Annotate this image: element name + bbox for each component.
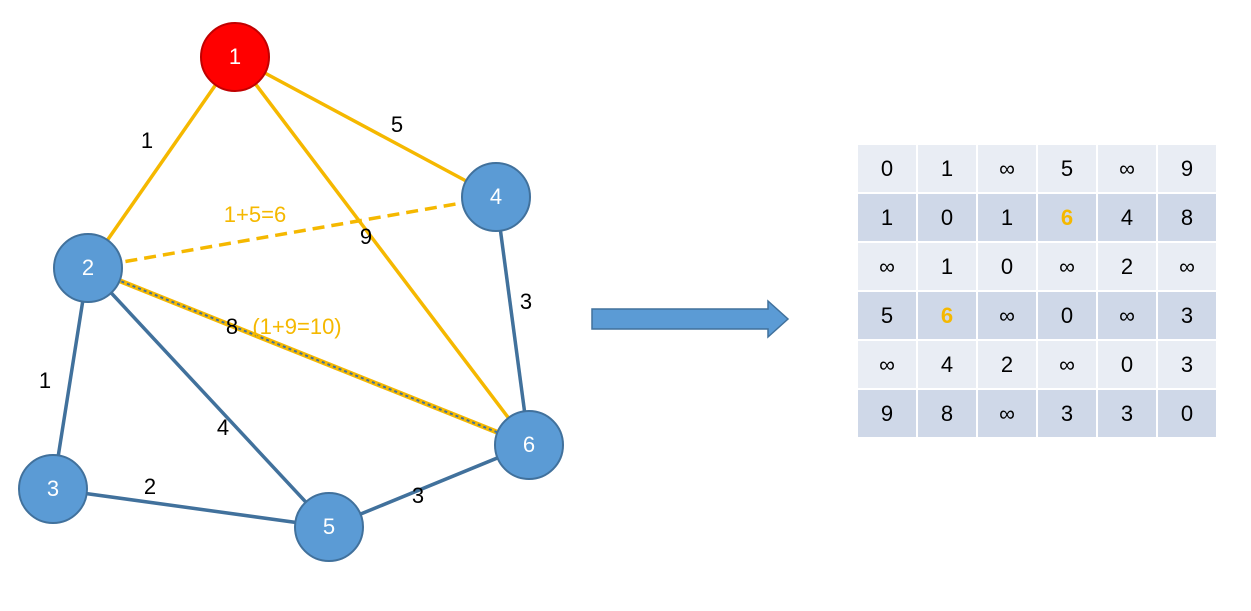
matrix-cell: 0 [916, 192, 978, 243]
matrix-cell: ∞ [856, 339, 918, 390]
matrix-cell: 3 [1156, 339, 1218, 390]
edge-5-6 [328, 443, 530, 529]
edge-2-5 [86, 266, 331, 529]
graph-nodes: 1 2 3 4 5 6 [18, 22, 564, 562]
right-arrow-icon [591, 299, 790, 339]
matrix-cell: 3 [1036, 388, 1098, 439]
node-3 [18, 454, 88, 524]
matrix-cell: 0 [1096, 339, 1158, 390]
edge-1-4 [234, 55, 497, 199]
edge-1-2 [86, 55, 237, 270]
matrix-cell: 3 [1096, 388, 1158, 439]
edge-3-5 [52, 487, 330, 529]
matrix-cell: ∞ [1036, 339, 1098, 390]
node-6 [494, 410, 564, 480]
matrix-cell: 2 [976, 339, 1038, 390]
matrix-cell: 1 [916, 241, 978, 292]
matrix-cell: 4 [1096, 192, 1158, 243]
edge-label-2-6: 8 [226, 314, 238, 339]
node-label-4: 4 [490, 184, 502, 209]
node-4 [461, 162, 531, 232]
matrix-cell: ∞ [1096, 290, 1158, 341]
node-2 [53, 233, 123, 303]
node-label-1: 1 [229, 44, 241, 69]
matrix-cell: 6 [916, 290, 978, 341]
edge-label-2-4: 1+5=6 [224, 202, 286, 227]
matrix-cell: 5 [1036, 143, 1098, 194]
edge-label-2-3: 1 [39, 368, 51, 393]
matrix-cell: ∞ [1036, 241, 1098, 292]
edge-label-4-6: 3 [520, 289, 532, 314]
node-label-3: 3 [47, 476, 59, 501]
matrix-cell: ∞ [1096, 143, 1158, 194]
edge-labels: 1 5 9 1+5=6 8 (1+9=10) 1 4 2 3 3 [39, 112, 532, 508]
edge-label-2-5: 4 [217, 415, 229, 440]
matrix-cell: 6 [1036, 192, 1098, 243]
matrix-cell: 9 [856, 388, 918, 439]
edge-1-6 [233, 55, 531, 447]
edge-label-5-6: 3 [412, 483, 424, 508]
node-5 [294, 492, 364, 562]
matrix-cell: ∞ [976, 143, 1038, 194]
matrix-cell: 2 [1096, 241, 1158, 292]
matrix-cell: 1 [916, 143, 978, 194]
matrix-cell: ∞ [1156, 241, 1218, 292]
graph-diagram: 1 2 3 4 5 6 1 5 9 1+5=6 8 (1+9=10) 1 4 2 3 3 [18, 22, 790, 562]
edge-label-1-4: 5 [391, 112, 403, 137]
matrix-cell: ∞ [976, 290, 1038, 341]
node-label-5: 5 [323, 514, 335, 539]
matrix-cell: 9 [1156, 143, 1218, 194]
matrix-cell: 3 [1156, 290, 1218, 341]
matrix-cell: 8 [1156, 192, 1218, 243]
matrix-cell: 4 [916, 339, 978, 390]
node-1 [200, 22, 270, 92]
edge-2-4 [87, 195, 497, 270]
node-label-2: 2 [82, 255, 94, 280]
matrix-cell: 0 [856, 143, 918, 194]
edge-label-1-2: 1 [141, 128, 153, 153]
node-label-6: 6 [523, 432, 535, 457]
matrix-cell: 0 [976, 241, 1038, 292]
matrix-cell: ∞ [856, 241, 918, 292]
edge-label-3-5: 2 [144, 474, 156, 499]
edge-extra-label-2-6: (1+9=10) [252, 314, 341, 339]
matrix-cell: ∞ [976, 388, 1038, 439]
edge-2-6-overlay [87, 267, 530, 446]
edge-4-6 [494, 196, 531, 446]
matrix-cell: 1 [976, 192, 1038, 243]
edge-2-3 [51, 267, 90, 490]
matrix-cell: 8 [916, 388, 978, 439]
graph-edges [51, 55, 531, 529]
matrix-cell: 0 [1036, 290, 1098, 341]
matrix-cell: 1 [856, 192, 918, 243]
matrix-cell: 0 [1156, 388, 1218, 439]
edge-label-1-6: 9 [360, 224, 372, 249]
matrix-cell: 5 [856, 290, 918, 341]
